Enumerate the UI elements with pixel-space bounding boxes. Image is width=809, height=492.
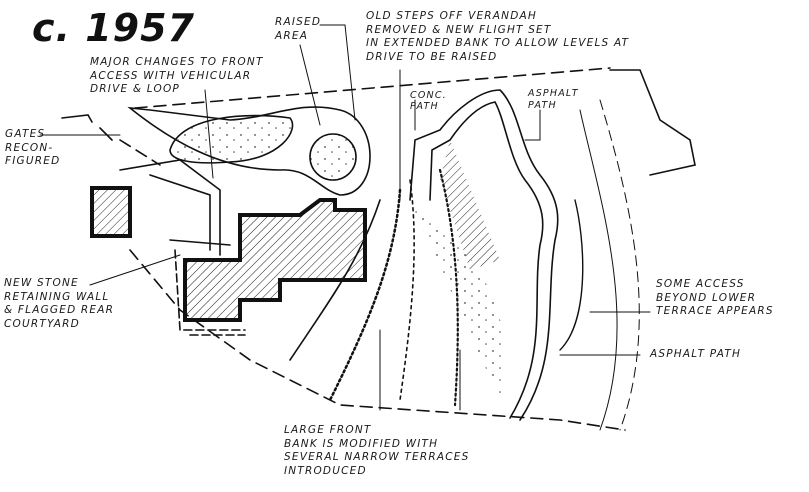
label-major-changes: Major changes to front access with vehic… bbox=[90, 56, 264, 97]
label-line: Large front bbox=[284, 424, 372, 436]
label-line: figured bbox=[5, 155, 61, 167]
gates bbox=[61, 114, 113, 141]
label-line: terrace appears bbox=[656, 305, 774, 317]
label-line: removed & new flight set bbox=[366, 23, 552, 36]
label-line: several narrow terraces bbox=[284, 451, 470, 463]
east-hatch bbox=[579, 109, 618, 431]
label-line: path bbox=[410, 101, 439, 112]
hatched-bank bbox=[440, 140, 500, 270]
lawn-island bbox=[169, 114, 294, 164]
outbuilding bbox=[90, 186, 132, 238]
label-line: & flagged rear bbox=[4, 304, 115, 316]
label-asphalt-path-right: Asphalt path bbox=[650, 348, 741, 362]
label-line: in extended bank to allow levels at bbox=[366, 37, 630, 49]
concrete-path bbox=[409, 89, 559, 421]
label-line: bank is modified with bbox=[284, 437, 439, 450]
label-raised-area: Raised Area bbox=[275, 16, 321, 43]
label-line: path bbox=[528, 100, 557, 111]
house bbox=[183, 198, 367, 322]
label-line: access with vehicular bbox=[90, 69, 252, 82]
label-line: courtyard bbox=[4, 317, 80, 330]
label-some-access: Some access beyond lower terrace appears bbox=[656, 278, 774, 319]
label-line: recon- bbox=[5, 141, 54, 154]
label-large-front-bank: Large front bank is modified with severa… bbox=[284, 424, 469, 478]
label-line: drive & loop bbox=[90, 83, 180, 95]
label-line: Major changes to front bbox=[90, 56, 264, 68]
site-boundary bbox=[119, 67, 626, 431]
label-retaining-wall: New stone retaining wall & flagged rear … bbox=[4, 277, 114, 331]
label-line: Area bbox=[275, 29, 309, 42]
label-conc-path: Conc. path bbox=[410, 90, 447, 112]
label-line: Asphalt bbox=[528, 88, 579, 99]
label-asphalt-path-top: Asphalt path bbox=[528, 88, 579, 112]
label-line: Gates bbox=[5, 128, 46, 140]
label-gates: Gates recon- figured bbox=[5, 128, 60, 169]
label-line: Asphalt path bbox=[650, 348, 742, 360]
label-line: beyond lower bbox=[656, 291, 757, 304]
drawing-title: c. 1957 bbox=[32, 6, 195, 50]
label-line: retaining wall bbox=[4, 290, 110, 303]
terrace-1 bbox=[289, 199, 381, 361]
label-line: Conc. bbox=[410, 90, 447, 101]
lower-bank bbox=[410, 200, 506, 400]
label-line: Raised bbox=[275, 16, 322, 28]
label-line: introduced bbox=[284, 464, 367, 477]
label-old-steps: Old steps off verandah removed & new fli… bbox=[366, 10, 629, 64]
raised-area-circle bbox=[309, 133, 357, 181]
label-line: Some access bbox=[656, 278, 745, 290]
label-line: New stone bbox=[4, 277, 79, 289]
retaining-wall bbox=[174, 249, 246, 336]
label-line: Old steps off verandah bbox=[366, 10, 537, 22]
label-line: drive to be raised bbox=[366, 50, 498, 63]
